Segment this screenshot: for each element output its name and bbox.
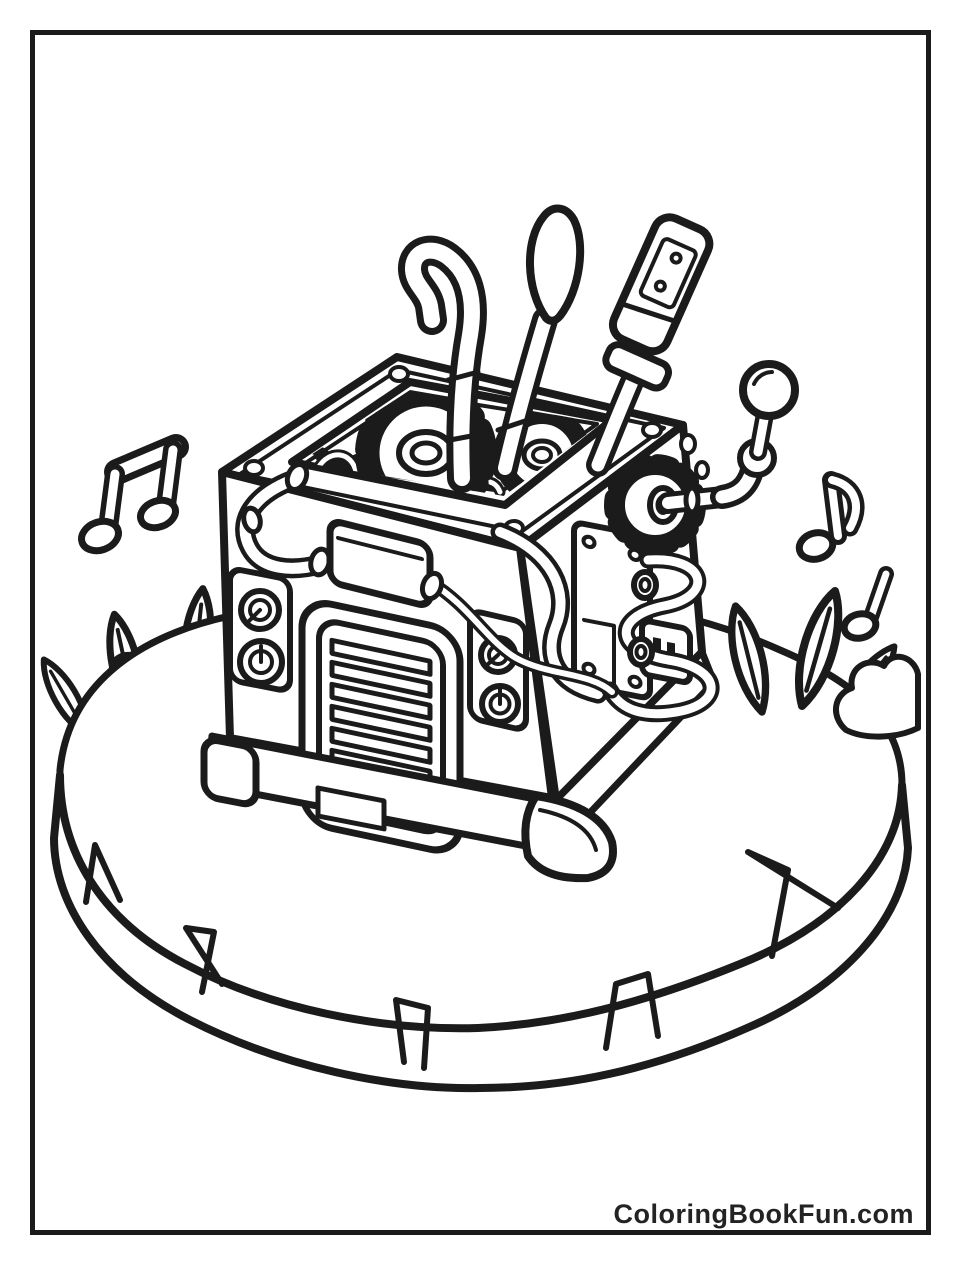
teardrop-lever [492, 204, 585, 481]
hose-peg [627, 569, 659, 668]
knob-icon [237, 638, 285, 686]
ball-lever [657, 360, 799, 515]
lever-ball [739, 360, 799, 420]
music-note-eighth-icon [795, 471, 865, 563]
machine-corner-foot [521, 792, 617, 883]
top-rim-bevel [238, 368, 666, 534]
music-note-small-icon [840, 566, 894, 642]
leaf-icon [728, 602, 770, 716]
stump-bark-cracks [83, 842, 841, 1071]
left-knob-panel [227, 567, 293, 693]
knob-icon [238, 588, 282, 632]
cylinder-lever [586, 213, 714, 477]
bumper-notch [315, 785, 387, 832]
machine-foot [200, 736, 260, 808]
coloring-page-frame [30, 30, 931, 1235]
leaf-icon [795, 587, 843, 711]
stump-bark-band [50, 771, 912, 1093]
foreground-leaves-right [728, 587, 921, 740]
hook-lever [398, 235, 487, 493]
knob-icon [479, 683, 521, 725]
right-hoses [490, 522, 720, 723]
leaf-icon [833, 653, 921, 740]
music-box-machine [200, 204, 799, 883]
site-credit: ColoringBookFun.com [613, 1199, 914, 1229]
music-note-double-icon [78, 434, 189, 555]
junction-box-assembly [235, 461, 619, 699]
right-knob-panel [467, 609, 529, 732]
base-bumper [200, 732, 617, 883]
